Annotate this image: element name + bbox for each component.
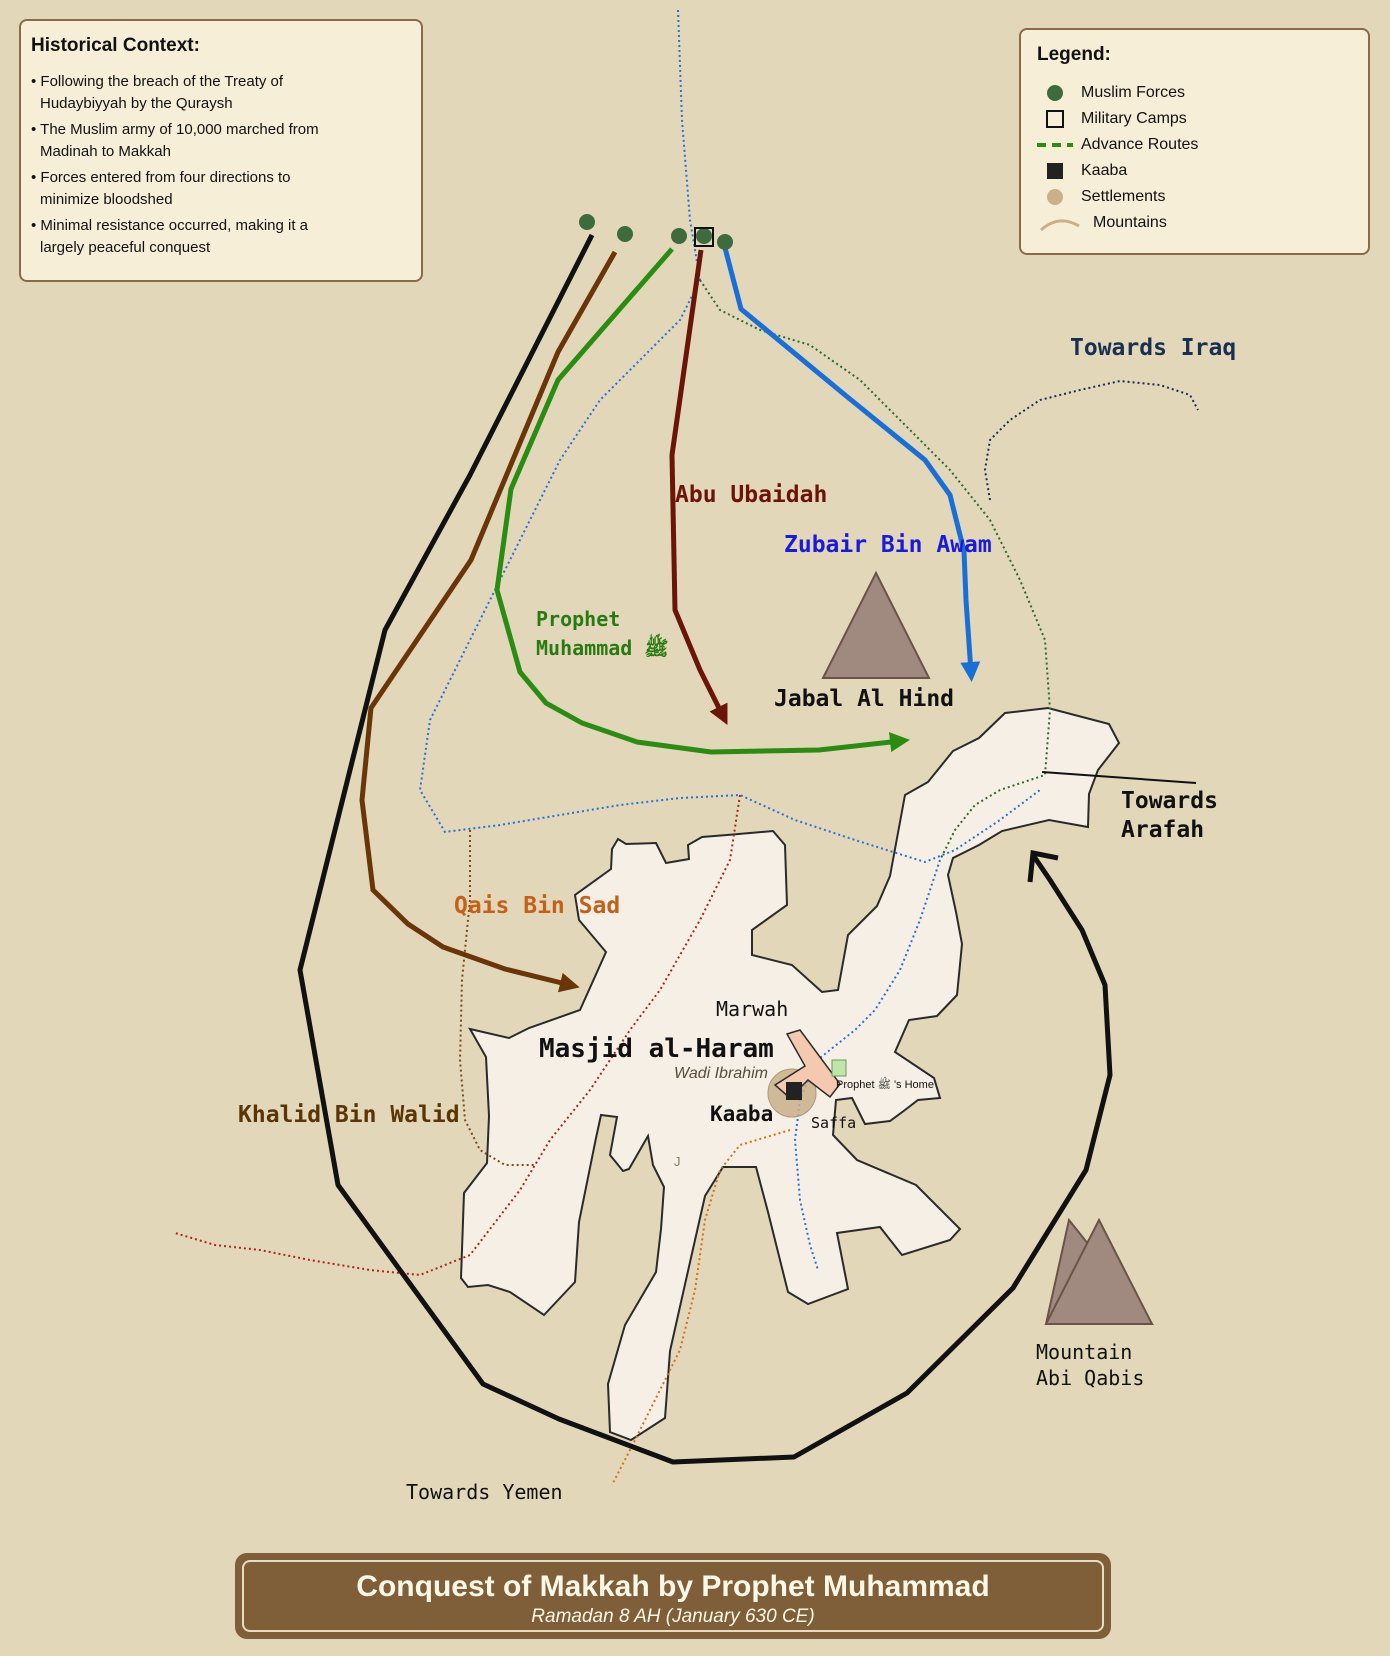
- force-dot-khalid: [579, 214, 595, 230]
- arc-icon: [1037, 212, 1085, 234]
- legend-item-mountains: Mountains: [1037, 210, 1352, 236]
- context-item: Minimal resistance occurred, making it a…: [31, 215, 350, 259]
- road-west-brown: [458, 830, 535, 1166]
- legend-item-military-camps: Military Camps: [1037, 106, 1352, 132]
- label-kaaba: Kaaba: [710, 1102, 773, 1126]
- legend-title: Legend:: [1037, 44, 1111, 65]
- prophets-home-marker: [831, 1059, 847, 1077]
- force-dot-prophet: [671, 228, 687, 244]
- force-dot-zubair: [717, 234, 733, 250]
- legend-label: Muslim Forces: [1081, 84, 1186, 101]
- road-east-green: [699, 279, 1052, 861]
- legend-label: Kaaba: [1081, 162, 1128, 179]
- road-arafah: [1041, 771, 1197, 784]
- route-abu-ubaidah: [669, 249, 728, 725]
- force-dot-qais: [617, 226, 633, 242]
- title-banner: Conquest of Makkah by Prophet Muhammad R…: [235, 1553, 1111, 1639]
- legend-item-kaaba: Kaaba: [1037, 158, 1352, 184]
- legend-item-advance-routes: Advance Routes: [1037, 132, 1352, 158]
- circle-icon: [1037, 186, 1073, 208]
- context-item: Forces entered from four directions to m…: [31, 167, 350, 211]
- legend-label: Advance Routes: [1081, 136, 1199, 153]
- label-towards-iraq: Towards Iraq: [1070, 335, 1236, 361]
- label-prophets-home: Prophet ﷺ 's Home: [836, 1076, 934, 1091]
- label-towards-arafah-2: Arafah: [1121, 817, 1204, 843]
- label-wadi-ibrahim: Wadi Ibrahim: [674, 1065, 768, 1082]
- label-prophet-line1: Prophet: [536, 607, 620, 631]
- route-khalid-bin-walid: [297, 233, 1113, 1465]
- context-item: Following the breach of the Treaty of Hu…: [31, 71, 350, 115]
- legend-label: Mountains: [1093, 214, 1167, 231]
- label-qais-bin-sad: Qais Bin Sad: [454, 893, 620, 919]
- dashed-line-icon: [1037, 134, 1073, 156]
- map-title: Conquest of Makkah by Prophet Muhammad: [356, 1570, 990, 1603]
- legend-panel: Legend: Muslim Forces Military Camps Adv…: [1019, 28, 1370, 255]
- map-subtitle: Ramadan 8 AH (January 630 CE): [531, 1606, 815, 1627]
- title-banner-inner: Conquest of Makkah by Prophet Muhammad R…: [242, 1560, 1104, 1632]
- legend-label: Military Camps: [1081, 110, 1187, 127]
- legend-label: Settlements: [1081, 188, 1166, 205]
- circle-icon: [1037, 82, 1073, 104]
- label-towards-yemen: Towards Yemen: [406, 1480, 563, 1504]
- label-zubair-bin-awam: Zubair Bin Awam: [784, 532, 992, 558]
- legend-item-settlements: Settlements: [1037, 184, 1352, 210]
- label-marwah: Marwah: [716, 997, 788, 1021]
- prophets-home-area: [773, 1029, 841, 1100]
- road-iraq: [983, 379, 1199, 501]
- label-towards-arafah-1: Towards: [1121, 788, 1218, 814]
- jabal-al-hind-mountain: [821, 570, 931, 679]
- route-zubair-bin-awam: [721, 243, 981, 682]
- context-list: Following the breach of the Treaty of Hu…: [31, 71, 411, 259]
- road-inner-blue: [793, 859, 941, 1271]
- route-khalid-arrowhead: [1027, 850, 1059, 883]
- force-dot-abu-ubaidah: [696, 228, 712, 244]
- legend-item-muslim-forces: Muslim Forces: [1037, 80, 1352, 106]
- road-south-orange: [611, 1129, 791, 1486]
- label-khalid-bin-walid: Khalid Bin Walid: [238, 1102, 460, 1128]
- kaaba-square-icon: [786, 1082, 802, 1100]
- military-camp-marker: [694, 227, 714, 247]
- route-prophet-muhammad: [494, 247, 910, 755]
- label-mountain: Mountain: [1036, 1340, 1132, 1364]
- historical-context-panel: Historical Context: Following the breach…: [19, 19, 423, 282]
- context-item: The Muslim army of 10,000 marched from M…: [31, 119, 350, 163]
- label-j-fragment: J: [674, 1154, 681, 1169]
- square-filled-icon: [1037, 160, 1073, 182]
- square-outline-icon: [1037, 108, 1073, 130]
- label-abi-qabis: Abi Qabis: [1036, 1366, 1144, 1390]
- label-masjid-al-haram: Masjid al-Haram: [539, 1034, 774, 1064]
- label-abu-ubaidah: Abu Ubaidah: [675, 482, 827, 508]
- route-qais-bin-sad: [359, 250, 618, 993]
- label-saffa: Saffa: [811, 1114, 856, 1132]
- label-prophet-line2: Muhammad ﷺ: [536, 633, 669, 660]
- context-title: Historical Context:: [31, 35, 200, 56]
- road-north-blue: [418, 9, 1041, 864]
- abi-qabis-mountain-main: [1044, 1217, 1154, 1325]
- label-jabal-al-hind: Jabal Al Hind: [774, 686, 954, 712]
